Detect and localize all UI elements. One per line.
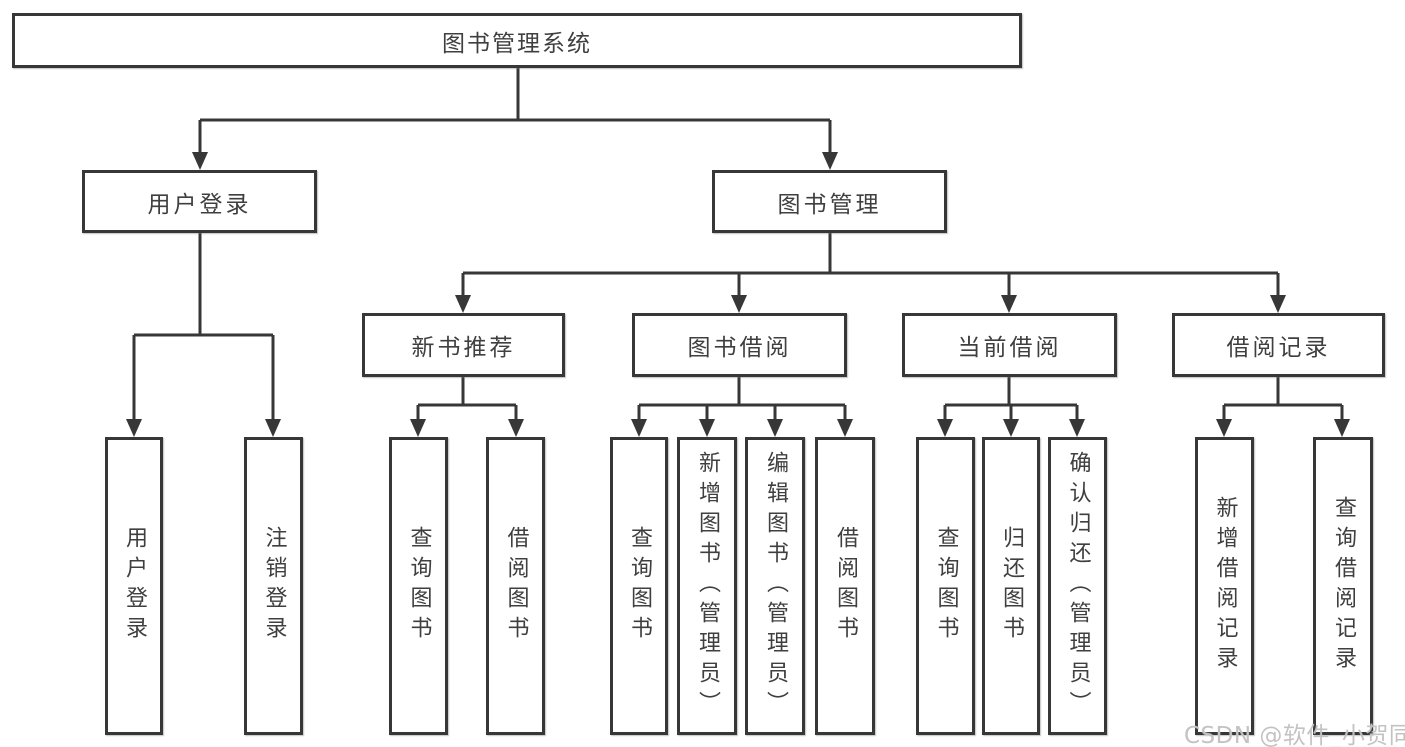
connector-borrow-records-to-leaves: [1216, 377, 1350, 437]
leaf-return-books: 归还图书: [982, 437, 1040, 735]
leaf-query-books-current: 查询图书: [916, 437, 975, 735]
leaf-add-book-admin: 新增图书（管理员）: [677, 437, 737, 735]
node-user-login: 用户登录: [82, 170, 317, 233]
connector-current-borrow-to-leaves: [937, 377, 1085, 437]
connector-user-login-to-leaves: [126, 233, 281, 437]
leaf-query-books-borrow: 查询图书: [610, 437, 668, 735]
connector-book-borrow-to-leaves: [631, 377, 853, 437]
leaf-logout: 注销登录: [244, 437, 303, 735]
connector-book-management-to-level2: [455, 233, 1286, 313]
leaf-confirm-return-admin: 确认归还（管理员）: [1048, 437, 1107, 735]
leaf-borrow-books-recommend: 借阅图书: [486, 437, 545, 735]
leaf-user-login: 用户登录: [105, 437, 163, 735]
leaf-edit-book-admin: 编辑图书（管理员）: [745, 437, 805, 735]
node-new-book-recommend: 新书推荐: [362, 313, 565, 377]
csdn-watermark: CSDN @软件_小贺同学: [1184, 723, 1405, 747]
connector-new-book-to-leaves: [410, 377, 524, 437]
leaf-borrow-books: 借阅图书: [815, 437, 875, 735]
node-system-root: 图书管理系统: [12, 13, 1022, 68]
node-current-borrow: 当前借阅: [902, 313, 1117, 377]
connector-root-to-level1: [192, 68, 838, 170]
leaf-add-borrow-record: 新增借阅记录: [1195, 437, 1254, 735]
leaf-query-books-recommend: 查询图书: [389, 437, 448, 735]
node-book-management: 图书管理: [712, 170, 947, 233]
node-book-borrow: 图书借阅: [632, 313, 847, 377]
node-borrow-records: 借阅记录: [1172, 313, 1385, 377]
leaf-query-borrow-record: 查询借阅记录: [1313, 437, 1373, 735]
